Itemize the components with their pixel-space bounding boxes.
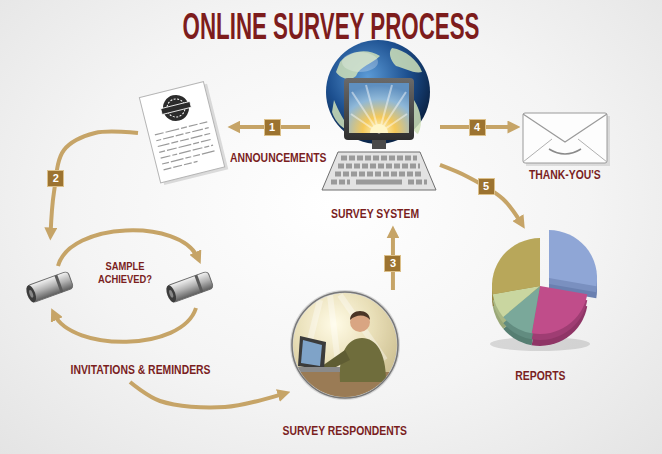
respondent-picture bbox=[285, 290, 405, 412]
envelope-icon bbox=[523, 114, 607, 142]
survey-respondents: SURVEY RESPONDENTS bbox=[290, 290, 400, 400]
survey-system-icon bbox=[390, 48, 422, 72]
announcement-document bbox=[164, 161, 198, 169]
respondent-picture bbox=[350, 311, 370, 320]
scroll-icon bbox=[24, 284, 38, 304]
envelope-icon bbox=[549, 149, 581, 154]
scroll-icon bbox=[194, 275, 203, 293]
envelope-icon bbox=[578, 139, 607, 162]
respondent-picture bbox=[296, 367, 340, 372]
announcements: ANNOUNCEMENTS bbox=[138, 82, 228, 182]
invitations-reminders: SAMPLE ACHIEVED? INVITATIONS & REMINDERS bbox=[26, 240, 230, 382]
survey-system-icon bbox=[356, 180, 402, 185]
announcement-document bbox=[159, 139, 211, 152]
survey-system-icon bbox=[335, 172, 423, 177]
survey-system-icon bbox=[349, 83, 409, 133]
respondent-picture bbox=[285, 293, 405, 412]
reports: REPORTS bbox=[490, 228, 600, 356]
respondent-picture bbox=[301, 340, 322, 366]
scroll-icon bbox=[164, 271, 213, 304]
loop-question: SAMPLE ACHIEVED? bbox=[89, 260, 160, 286]
node-label: ANNOUNCEMENTS bbox=[230, 150, 327, 165]
respondent-picture bbox=[298, 336, 326, 370]
announcement-document bbox=[155, 122, 207, 135]
scroll-icon bbox=[164, 284, 178, 304]
announcement-document bbox=[156, 128, 208, 141]
survey-system-icon bbox=[322, 152, 436, 190]
survey-system-icon bbox=[342, 52, 378, 72]
survey-system-icon bbox=[344, 78, 414, 140]
node-label: REPORTS bbox=[515, 368, 565, 383]
pie-chart-icon bbox=[549, 230, 597, 286]
survey-system-icon bbox=[338, 164, 420, 169]
thank-yous: THANK-YOU'S bbox=[520, 110, 610, 164]
announcement-document bbox=[162, 151, 214, 164]
pie-chart-icon bbox=[532, 286, 588, 334]
survey-system-icon bbox=[370, 124, 388, 133]
pie-chart-icon bbox=[492, 238, 540, 294]
scroll-icon bbox=[28, 290, 34, 299]
node-label: THANK-YOU'S bbox=[529, 167, 601, 182]
respondent-picture bbox=[350, 312, 370, 332]
envelope-icon bbox=[523, 139, 552, 162]
diagram-title: ONLINE SURVEY PROCESS bbox=[126, 9, 536, 45]
respondent-picture bbox=[292, 292, 398, 398]
scroll-icon bbox=[24, 271, 73, 304]
survey-system-icon bbox=[341, 156, 417, 161]
pie-chart-icon bbox=[492, 230, 597, 334]
flow-arrow bbox=[440, 165, 521, 223]
flow-arrow bbox=[130, 382, 284, 407]
announcement-document bbox=[161, 101, 192, 114]
survey-system-icon bbox=[326, 40, 430, 144]
step-number: 1 bbox=[264, 119, 281, 136]
envelope-icon bbox=[523, 113, 607, 163]
scroll-icon bbox=[54, 275, 63, 293]
envelope-icon bbox=[523, 113, 610, 166]
announcement-document bbox=[161, 145, 213, 158]
scroll-icon bbox=[168, 290, 174, 299]
survey-system-icon bbox=[336, 51, 380, 79]
announcement-document bbox=[158, 133, 210, 146]
step-number: 2 bbox=[47, 170, 64, 187]
step-number: 5 bbox=[478, 178, 495, 195]
survey-system-icon bbox=[372, 140, 386, 149]
survey-system-icon bbox=[322, 40, 436, 190]
announcement-document bbox=[139, 81, 228, 186]
step-number: 3 bbox=[384, 255, 401, 272]
node-label: SURVEY RESPONDENTS bbox=[283, 423, 407, 438]
node-label: SURVEY SYSTEM bbox=[331, 206, 419, 221]
survey-system-icon bbox=[331, 180, 350, 185]
survey-system-icon bbox=[408, 180, 427, 185]
announcement-document bbox=[160, 92, 192, 124]
survey-system: SURVEY SYSTEM bbox=[310, 40, 440, 226]
pie-chart-icon bbox=[490, 230, 597, 351]
sample-loop bbox=[54, 308, 196, 342]
step-number: 4 bbox=[469, 119, 486, 136]
node-label: INVITATIONS & REMINDERS bbox=[70, 362, 210, 377]
announcement-document bbox=[139, 82, 224, 183]
